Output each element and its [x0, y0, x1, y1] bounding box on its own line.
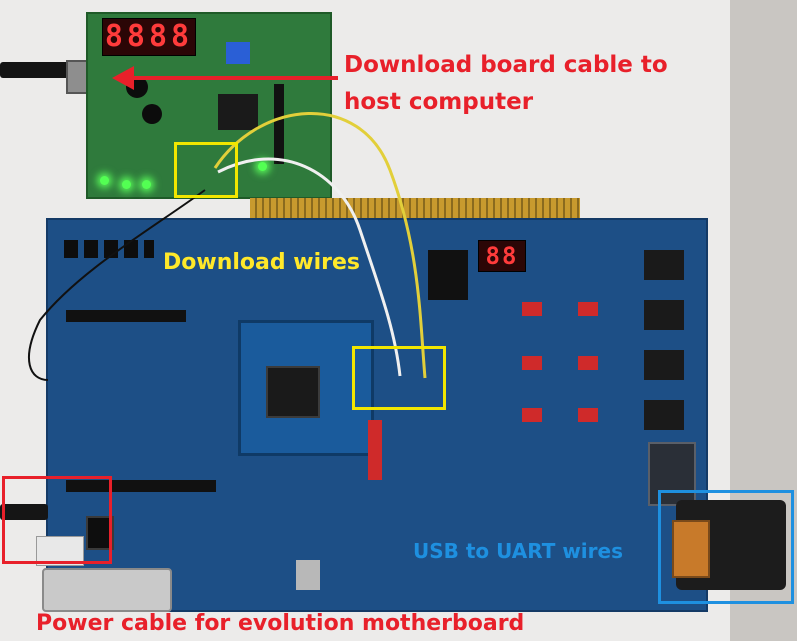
dip-switch [522, 356, 542, 370]
highlight-power-jack [2, 476, 112, 564]
highlight-motherboard-header [352, 346, 446, 410]
usb-port [296, 560, 320, 590]
fpga-chip [266, 366, 320, 418]
pin-header [428, 250, 468, 300]
download-board-display: 8888 [102, 18, 196, 56]
motherboard-display: 88 [478, 240, 526, 272]
label-download-wires: Download wires [163, 250, 361, 275]
status-led [258, 162, 267, 171]
edge-connector [250, 198, 580, 220]
dip-switch [578, 356, 598, 370]
status-led [100, 176, 109, 185]
status-led [122, 180, 131, 189]
db9-connector [648, 442, 696, 506]
label-download-cable-line1: Download board cable to [344, 52, 668, 78]
serial-plug [672, 520, 710, 578]
pin-header [66, 310, 186, 322]
dip-switch [226, 42, 250, 64]
download-board-header [274, 84, 284, 164]
pin-header [66, 480, 216, 492]
label-usb-uart: USB to UART wires [413, 539, 623, 563]
pushbutton-row [64, 240, 154, 258]
dip-switch [522, 302, 542, 316]
status-led [142, 180, 151, 189]
ic-chip [644, 350, 684, 380]
dip-switch [522, 408, 542, 422]
dip-switch [578, 302, 598, 316]
download-wire-black [27, 189, 206, 381]
download-wire-white [217, 157, 402, 377]
label-power-cable: Power cable for evolution motherboard [36, 611, 525, 636]
dip-switch [578, 408, 598, 422]
highlight-usb-uart [658, 490, 794, 604]
download-board-chip [218, 94, 258, 130]
power-cable [0, 504, 48, 520]
download-wire-yellow [213, 112, 427, 379]
ic-chip [644, 400, 684, 430]
host-usb-cable [0, 62, 80, 78]
label-download-cable-line2: host computer [344, 89, 534, 115]
ic-chip [644, 300, 684, 330]
download-board-capacitor [142, 104, 162, 124]
highlight-download-board-header [174, 142, 238, 198]
dip-switch [368, 420, 382, 480]
db25-connector [42, 568, 172, 612]
ic-chip [644, 250, 684, 280]
download-board: 8888 [86, 12, 332, 199]
